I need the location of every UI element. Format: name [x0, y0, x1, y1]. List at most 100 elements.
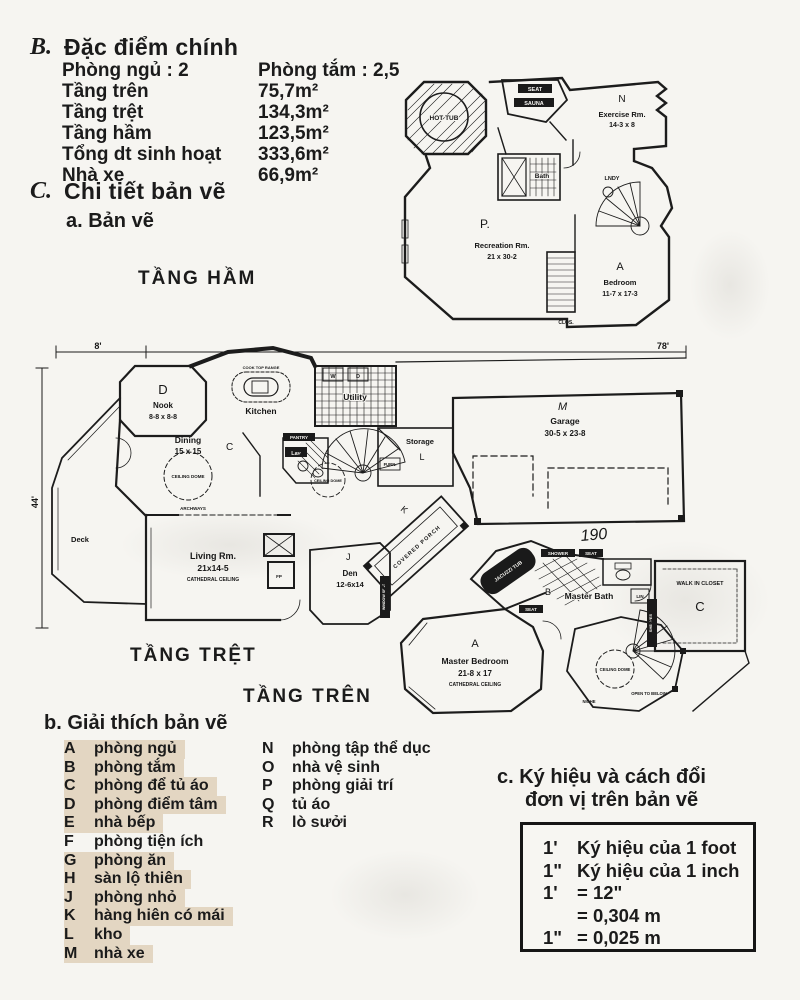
- hot-tub-area: HOT TUB: [404, 80, 488, 156]
- label-ground-floor: TẦNG TRỆT: [130, 645, 257, 666]
- section-b-title: Đặc điểm chính: [64, 34, 239, 60]
- spec-label: Tổng dt sinh hoạt: [62, 144, 222, 165]
- ceiling-dome-label: CEILING DOME: [314, 479, 342, 483]
- exercise-room: N Exercise Rm. 14-3 x 8: [598, 94, 645, 129]
- master-bedroom: A Master Bedroom 21-8 x 17 CATHEDRAL CEI…: [399, 607, 545, 715]
- legend-text: phòng ngủ: [94, 740, 177, 757]
- legend-text: lò sưởi: [292, 814, 347, 832]
- dining-dim: 15 x 15: [175, 447, 202, 456]
- spec-row: Tổng dt sinh hoạt 333,6m²: [62, 144, 399, 165]
- den: J Den 12-6x14 WINDOW SEAT: [309, 542, 391, 625]
- dining-label: Dining: [175, 435, 201, 445]
- legend-text: nhà bếp: [94, 814, 156, 832]
- conversion-heading-line2: đơn vị trên bản vẽ: [525, 789, 699, 811]
- legend-letter: D: [64, 795, 76, 813]
- spec-value: 134,3m²: [258, 102, 329, 123]
- dryer-label: D: [356, 374, 360, 380]
- room-letter-m: M: [558, 401, 568, 413]
- deck: Deck: [51, 396, 147, 605]
- closet-label: CLOS.: [558, 320, 574, 326]
- legend-text: nhà xe: [94, 944, 145, 962]
- legend-letter: B: [64, 758, 76, 776]
- lav-label: Lav: [291, 451, 301, 457]
- archways-label: ARCHWAYS: [180, 506, 206, 511]
- dim-78ft: 78': [657, 341, 669, 351]
- room-letter-a: A: [471, 638, 479, 650]
- spec-label: Tầng hầm: [62, 123, 152, 144]
- dining-room: Dining 15 x 15 C CEILING DOME: [114, 418, 261, 518]
- cathedral-ceiling-label: CATHEDRAL CEILING: [187, 577, 239, 583]
- conversion-text: = 0,304 m: [577, 904, 661, 926]
- master-bath-label: Master Bath: [565, 591, 614, 601]
- ground-floor-plan: 8' 78' 44' D Nook 8-8 x 8-8 COOK TOP RAN…: [30, 341, 687, 629]
- den-label: Den: [342, 569, 357, 578]
- legend-letter: K: [64, 907, 76, 925]
- subsection-a: a. Bản vẽ: [66, 210, 154, 232]
- room-letter-n: N: [618, 94, 625, 105]
- legend-text: phòng giải trí: [292, 777, 394, 795]
- conversion-text: = 12": [577, 882, 623, 903]
- conversion-symbol: 1': [543, 837, 558, 858]
- cathedral-ceiling-label: CATHEDRAL CEILING: [449, 682, 501, 688]
- conversion-heading-line1: c. Ký hiệu và cách đổi: [497, 766, 706, 788]
- room-letter-k: K: [399, 504, 410, 516]
- master-bedroom-label: Master Bedroom: [441, 656, 509, 666]
- deck-label: Deck: [71, 535, 90, 544]
- conversion-row: = 0,304 m: [543, 905, 753, 928]
- spec-label: Tầng trên: [62, 81, 149, 102]
- room-letter-l: L: [419, 452, 424, 462]
- scan-artifact: [690, 230, 770, 340]
- legend-letter: M: [64, 944, 78, 962]
- legend-text: hàng hiên có mái: [94, 907, 225, 925]
- legend-text: phòng điểm tâm: [94, 795, 218, 813]
- legend-heading: b. Giải thích bản vẽ: [44, 712, 228, 734]
- conversion-row: 1'Ký hiệu của 1 foot: [543, 837, 753, 860]
- spec-value: 333,6m²: [258, 144, 329, 165]
- furnace-label: FURN.: [384, 462, 397, 467]
- basement-walls: [401, 76, 674, 329]
- nook: D Nook 8-8 x 8-8: [118, 364, 208, 438]
- conversion-row: 1"= 0,025 m: [543, 927, 753, 950]
- sauna-label: SAUNA: [524, 101, 544, 107]
- spec-label: Tầng trệt: [62, 102, 144, 123]
- conversion-box: 1'Ký hiệu của 1 foot 1"Ký hiệu của 1 inc…: [520, 822, 756, 952]
- storage-label: Storage: [406, 437, 434, 446]
- recreation-room-label: Recreation Rm.: [474, 241, 529, 250]
- upper-spiral-stairs: [625, 609, 676, 680]
- legend-text: phòng nhỏ: [94, 888, 177, 906]
- legend-letter: R: [262, 814, 274, 832]
- conversion-symbol: 1': [543, 882, 558, 903]
- living-room: ARCHWAYS Living Rm. 21x14-5 CATHEDRAL CE…: [144, 506, 301, 622]
- shower-seat-label: SEAT: [585, 551, 597, 556]
- legend-text: tủ áo: [292, 795, 331, 813]
- utility-room: W D Utility: [314, 365, 397, 427]
- room-letter-a: A: [616, 261, 624, 273]
- master-bath: JACUZZI TUB SHOWER SEAT SEAT B Master Ba…: [469, 539, 652, 613]
- legend-letter: L: [64, 925, 74, 943]
- legend-letter: A: [64, 740, 76, 757]
- bedroom-label: Bedroom: [604, 278, 637, 287]
- garage-label: Garage: [550, 416, 580, 426]
- label-basement: TẦNG HẦM: [138, 268, 257, 289]
- hot-tub-label: HOT TUB: [430, 115, 459, 122]
- legend-text: phòng tập thể dục: [292, 740, 431, 757]
- spec-value: 66,9m²: [258, 165, 319, 186]
- legend-text: sàn lộ thiên: [94, 870, 183, 888]
- legend-text: nhà vệ sinh: [292, 758, 381, 776]
